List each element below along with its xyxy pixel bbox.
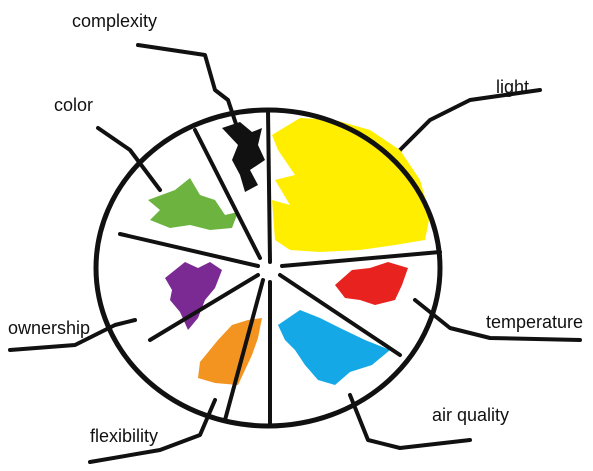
connector-light bbox=[385, 90, 540, 175]
label-flexibility: flexibility bbox=[90, 427, 158, 445]
label-complexity: complexity bbox=[72, 12, 157, 30]
spoke-right bbox=[282, 252, 440, 266]
label-ownership: ownership bbox=[8, 319, 90, 337]
connector-color bbox=[98, 128, 160, 190]
segment-light-fill bbox=[272, 118, 430, 252]
label-air-quality: air quality bbox=[432, 406, 509, 424]
segment-ownership-fill bbox=[165, 262, 222, 330]
segment-flexibility-fill bbox=[198, 318, 262, 385]
segment-temperature-fill bbox=[335, 262, 408, 305]
segment-complexity-fill bbox=[222, 122, 265, 192]
segment-airquality-fill bbox=[278, 310, 390, 385]
label-light: light bbox=[496, 78, 529, 96]
spoke-top bbox=[268, 110, 270, 262]
label-temperature: temperature bbox=[486, 313, 583, 331]
label-color: color bbox=[54, 96, 93, 114]
spoke-left bbox=[120, 234, 258, 266]
